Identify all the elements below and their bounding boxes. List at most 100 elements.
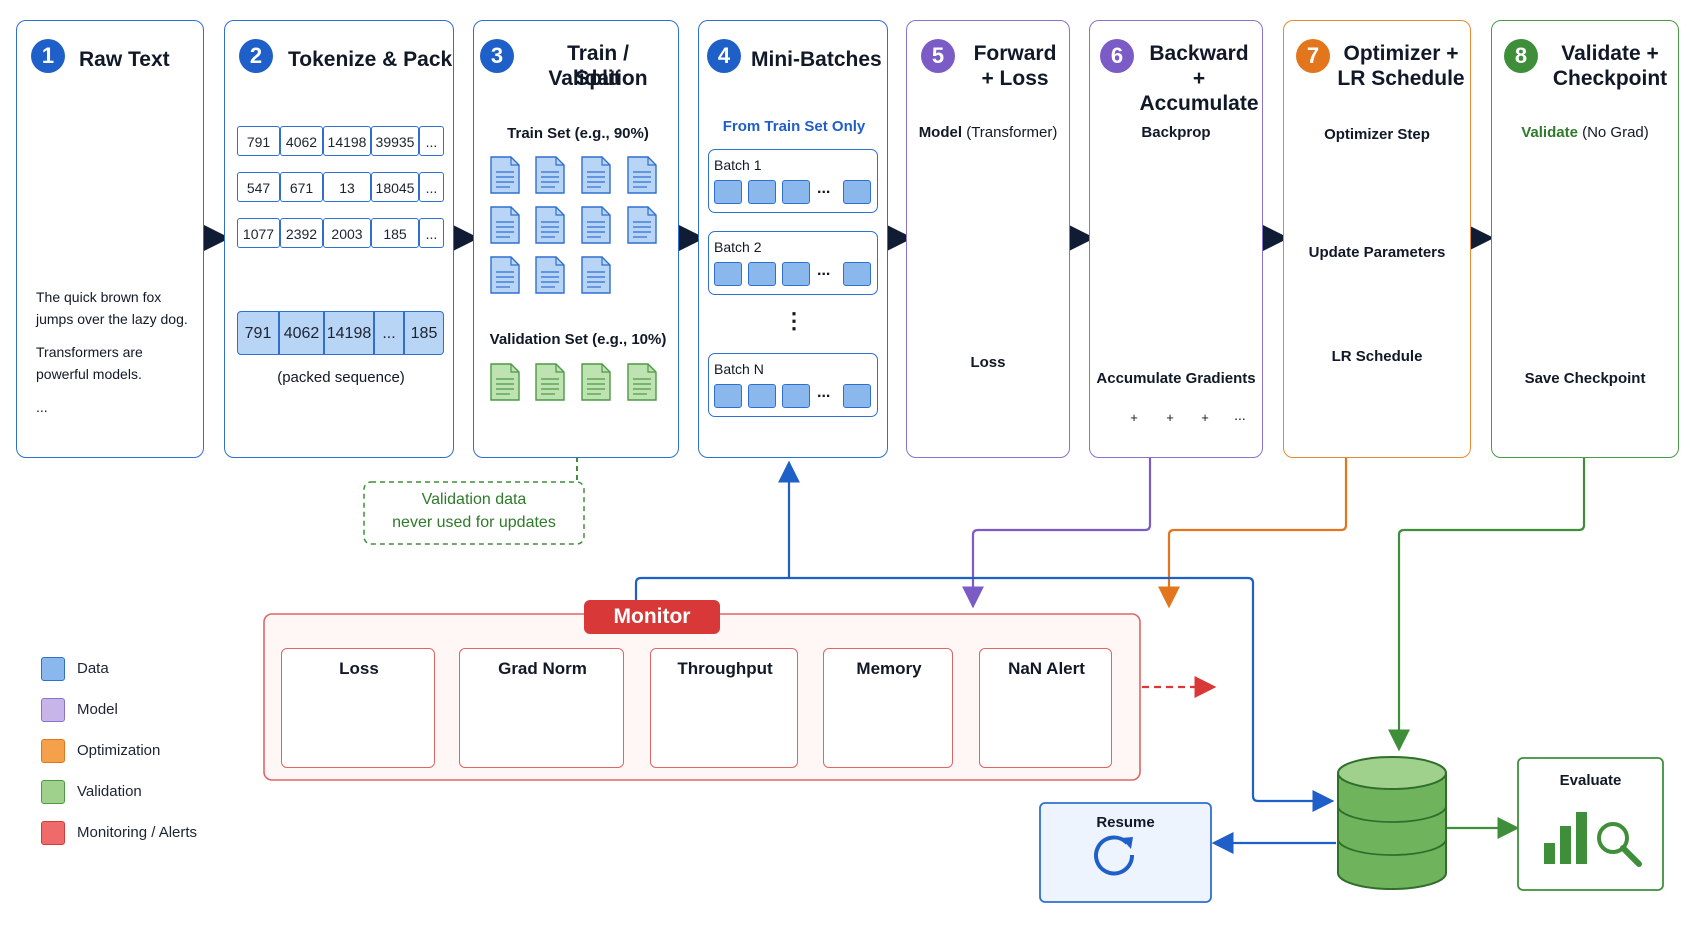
- raw-text-line-4: powerful models.: [36, 366, 142, 382]
- gradient-ellipsis: ...: [1234, 407, 1246, 423]
- token-cell: 1077: [237, 218, 280, 248]
- step-3-title-line-2: Split: [575, 67, 621, 90]
- batch-sample: [714, 180, 742, 204]
- monitor-tile-label: Throughput: [677, 659, 773, 678]
- model-word: Model: [918, 124, 963, 141]
- validation-document-icon: [535, 363, 565, 401]
- batch-sample: [748, 384, 776, 408]
- token-cell: 2392: [280, 218, 323, 248]
- step-4-card: 4 Mini-Batches From Train Set Only Batch…: [698, 20, 888, 458]
- packed-token: 14198: [324, 311, 374, 355]
- monitor-tile-grad-norm: Grad Norm: [459, 648, 624, 768]
- legend-swatch: [41, 739, 65, 763]
- batch-sample: [782, 262, 810, 286]
- batch-n-label: Batch N: [714, 361, 764, 377]
- legend-swatch: [41, 698, 65, 722]
- step-3-number: 3: [480, 39, 514, 73]
- batch-n: Batch N ...: [708, 353, 878, 417]
- evaluate-label: Evaluate: [1559, 772, 1622, 789]
- monitor-title: Monitor: [613, 605, 691, 628]
- plus-sign: +: [1166, 410, 1174, 425]
- resume-box: [1039, 802, 1212, 903]
- legend-label: Validation: [77, 783, 142, 800]
- step-8-number: 8: [1504, 39, 1538, 73]
- batch-1-label: Batch 1: [714, 157, 762, 173]
- step-6-title-line-1: Backward: [1149, 42, 1249, 65]
- step-8-card: 8 Validate + Checkpoint: [1491, 20, 1679, 458]
- update-parameters-label: Update Parameters: [1308, 244, 1446, 261]
- raw-text-line-1: The quick brown fox: [36, 289, 162, 305]
- validate-word: Validate: [1521, 124, 1578, 141]
- raw-text-line-2: jumps over the lazy dog.: [36, 311, 188, 327]
- batches-subtitle: From Train Set Only: [722, 118, 866, 135]
- batch-sample: [714, 384, 742, 408]
- packed-sequence-label: (packed sequence): [277, 369, 405, 386]
- token-cell: 547: [237, 172, 280, 202]
- batch-1: Batch 1 ...: [708, 149, 878, 213]
- validation-note-line-1: Validation data: [421, 491, 527, 508]
- validation-note-box: [363, 481, 585, 545]
- token-cell: 14198: [323, 126, 371, 156]
- raw-text-line-5: ...: [36, 399, 48, 415]
- monitor-tile-label: Grad Norm: [498, 659, 587, 678]
- step-2-number: 2: [239, 39, 273, 73]
- optimizer-to-monitor-connector: [1158, 458, 1348, 609]
- backprop-label: Backprop: [1141, 124, 1211, 141]
- plus-sign: +: [1201, 410, 1209, 425]
- alert-exclamation: !: [1042, 711, 1052, 744]
- monitor-tile-label: Loss: [339, 659, 379, 678]
- token-cell: 2003: [323, 218, 371, 248]
- batch-ellipsis: ...: [817, 384, 831, 401]
- monitor-to-storage-connector: [634, 576, 1335, 812]
- step-4-title: Mini-Batches: [751, 48, 882, 71]
- accumulate-gradients-label: Accumulate Gradients: [1096, 370, 1256, 387]
- validate-layer-ellipsis: ...: [1578, 225, 1590, 241]
- monitor-title-badge: [584, 600, 720, 634]
- token-cell: 185: [371, 218, 419, 248]
- train-document-icon: [581, 256, 611, 294]
- batch-sample: [843, 384, 871, 408]
- step-2-title: Tokenize & Pack: [288, 48, 453, 71]
- step-7-number: 7: [1296, 39, 1330, 73]
- packed-token: ...: [374, 311, 404, 355]
- token-cell: 791: [237, 126, 280, 156]
- backprop-layer-ellipsis: ...: [1169, 249, 1181, 265]
- batch-sample: [748, 180, 776, 204]
- token-cell: 39935: [371, 126, 419, 156]
- packed-token: 4062: [279, 311, 324, 355]
- monitor-tile-throughput: Throughput: [650, 648, 798, 768]
- train-document-icon: [581, 156, 611, 194]
- legend-label: Optimization: [77, 742, 161, 759]
- monitor-tile-nan-alert: NaN Alert: [979, 648, 1112, 768]
- step-1-card: 1 Raw Text: [16, 20, 204, 458]
- legend-label: Model: [77, 701, 118, 718]
- batch-sample: [843, 262, 871, 286]
- validation-document-icon: [581, 363, 611, 401]
- step-7-title-line-2: LR Schedule: [1337, 67, 1465, 90]
- validate-label: Validate (No Grad): [1491, 123, 1679, 142]
- step-5-number: 5: [921, 39, 955, 73]
- resume-label: Resume: [1096, 814, 1155, 831]
- step-6-number: 6: [1100, 39, 1134, 73]
- validation-set-label: Validation Set (e.g., 10%): [489, 331, 667, 348]
- validate-mode: (No Grad): [1577, 124, 1649, 141]
- train-document-icon: [627, 156, 657, 194]
- step-7-card: 7 Optimizer + LR Schedule: [1283, 20, 1471, 458]
- raw-text-line-3: Transformers are: [36, 344, 143, 360]
- legend-swatch: [41, 780, 65, 804]
- evaluate-chart-search-icon: [1544, 812, 1642, 867]
- legend-swatch: [41, 821, 65, 845]
- packed-token: 185: [404, 311, 444, 355]
- train-set-label: Train Set (e.g., 90%): [507, 125, 649, 142]
- batch-sample: [782, 384, 810, 408]
- validation-document-icon: [627, 363, 657, 401]
- train-document-icon: [627, 206, 657, 244]
- legend-label: Data: [77, 660, 109, 677]
- token-cell: 671: [280, 172, 323, 202]
- batch-sample: [748, 262, 776, 286]
- step-5-title-line-1: Forward: [973, 42, 1057, 65]
- step-8-title-line-1: Validate +: [1561, 42, 1659, 65]
- token-cell: ...: [419, 172, 444, 202]
- batch-2: Batch 2 ...: [708, 231, 878, 295]
